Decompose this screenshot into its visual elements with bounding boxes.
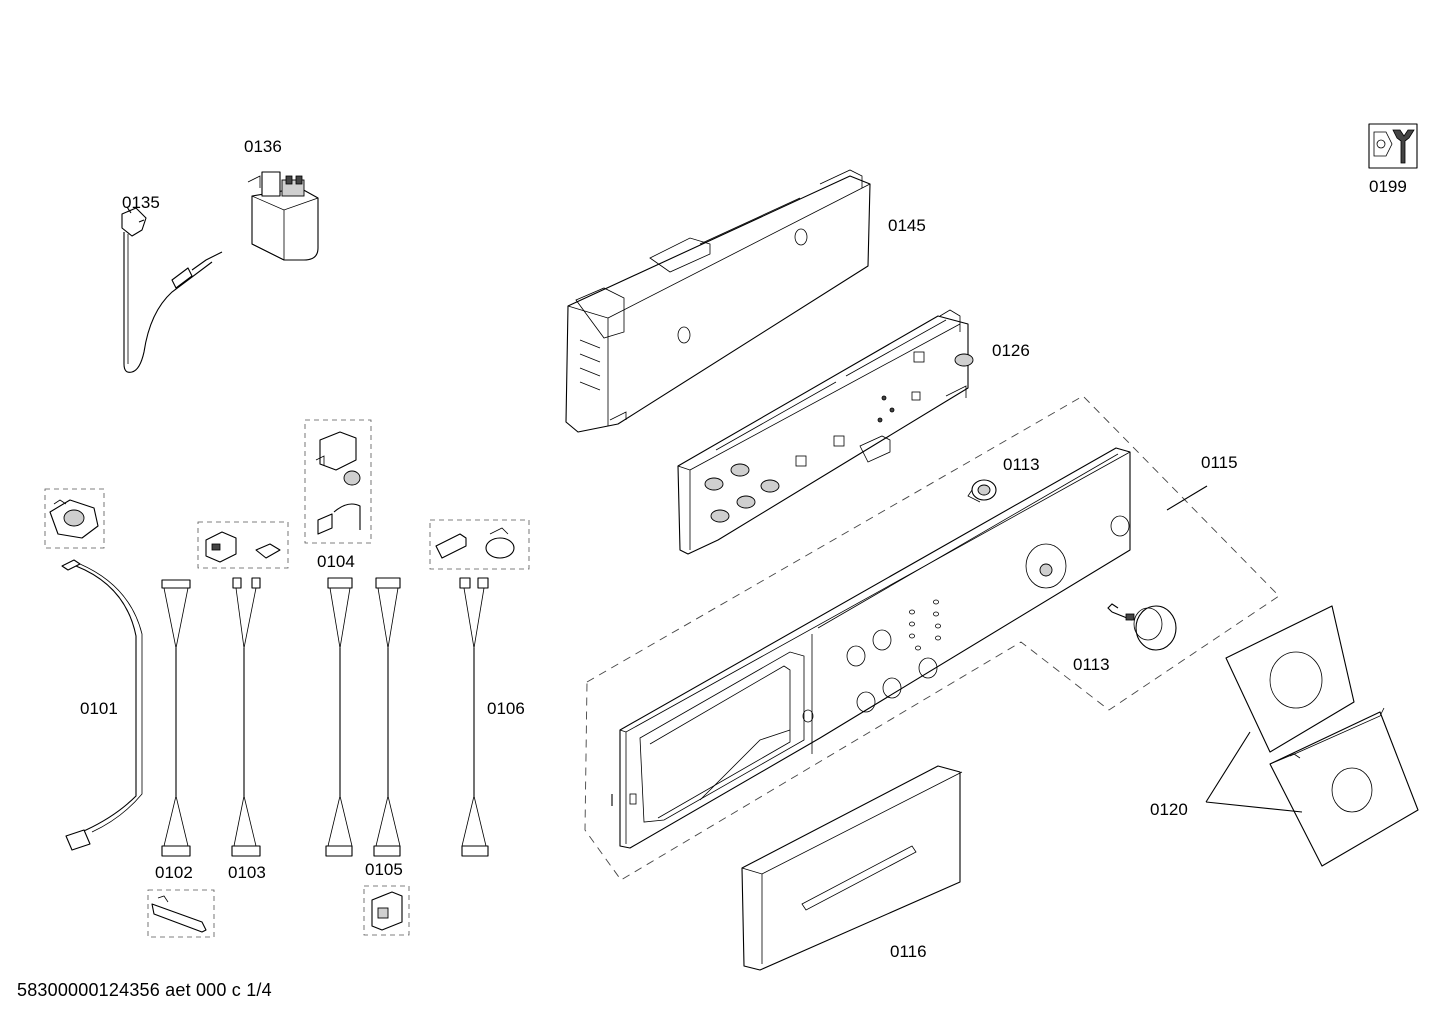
group-outline-motor — [44, 488, 105, 549]
part-0135-mains-cable — [121, 206, 223, 373]
label-0103: 0103 — [228, 863, 266, 882]
part-temperature-sensor — [371, 891, 403, 931]
part-0120-panel-cover-lower — [1269, 707, 1419, 867]
part-0116-drawer-handle — [741, 765, 963, 971]
label-0145: 0145 — [888, 216, 926, 235]
wrench-service-icon — [1368, 123, 1418, 169]
group-outline-0115 — [584, 395, 1280, 881]
part-control-panel-fascia — [611, 447, 1131, 849]
leader-0120 — [1205, 731, 1303, 813]
group-outline-0105 — [363, 885, 410, 936]
label-0105: 0105 — [365, 860, 403, 879]
label-0106: 0106 — [487, 699, 525, 718]
group-outline-0104 — [304, 419, 372, 544]
part-0104-inlet-valve — [315, 431, 361, 535]
label-0135: 0135 — [122, 193, 160, 212]
part-sensor — [255, 543, 281, 559]
label-0120: 0120 — [1150, 800, 1188, 819]
wire-harness-0102 — [161, 579, 191, 857]
wire-harness-0106 — [459, 577, 489, 857]
leader-0115 — [1166, 485, 1208, 511]
label-0101: 0101 — [80, 699, 118, 718]
wire-harness-0101 — [61, 559, 143, 851]
label-0104: 0104 — [317, 552, 355, 571]
document-id-footer: 58300000124356 aet 000 c 1/4 — [17, 980, 272, 1000]
part-0113-knob-large — [1107, 603, 1177, 651]
wire-harness-0103 — [231, 577, 261, 857]
part-0145-module-housing — [565, 169, 871, 433]
part-drain-pump — [49, 499, 99, 539]
wire-harness-0105 — [373, 577, 401, 857]
label-0199: 0199 — [1369, 177, 1407, 196]
wire-harness-0104 — [325, 577, 353, 857]
part-0113-knob-small — [967, 479, 997, 503]
group-outline-heater — [147, 889, 215, 938]
label-0102: 0102 — [155, 863, 193, 882]
label-0113-top: 0113 — [1003, 455, 1040, 474]
group-outline-0106 — [429, 519, 530, 570]
label-0115: 0115 — [1201, 453, 1238, 472]
part-door-lock — [205, 531, 237, 563]
label-0113-bottom: 0113 — [1073, 655, 1110, 674]
part-0136-suppressor — [247, 171, 319, 261]
part-heater — [151, 895, 207, 933]
part-0126-control-module — [677, 309, 974, 555]
label-0136: 0136 — [244, 137, 282, 156]
group-outline-0102-0103 — [197, 521, 289, 569]
part-0120-panel-cover-upper — [1225, 605, 1355, 753]
label-0126: 0126 — [992, 341, 1030, 360]
label-0116: 0116 — [890, 942, 927, 961]
part-pressure-switch — [435, 527, 515, 559]
